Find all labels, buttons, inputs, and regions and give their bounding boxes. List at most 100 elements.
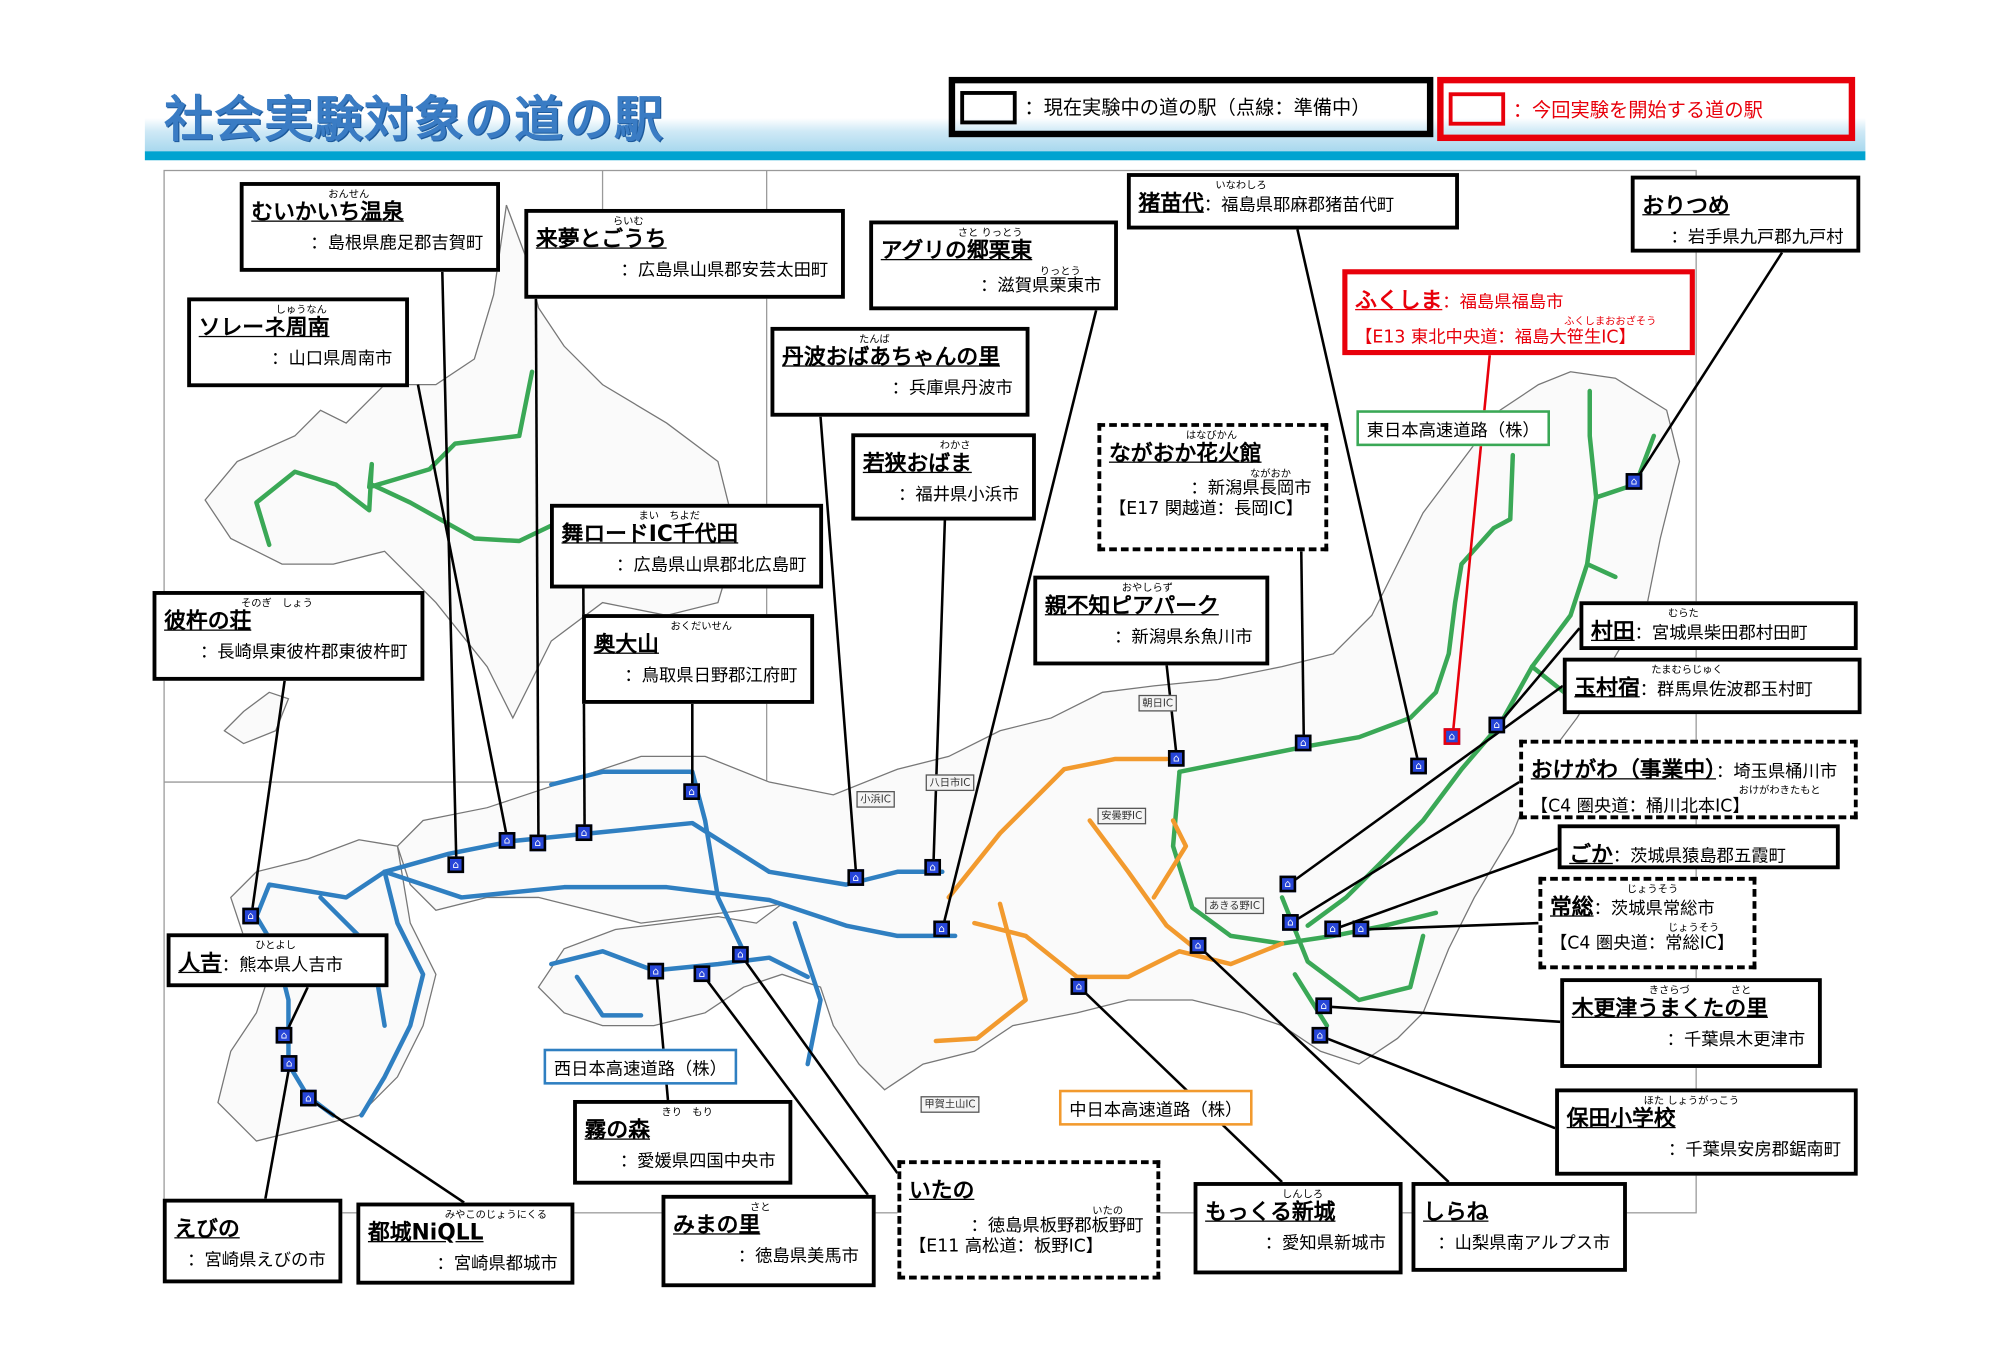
michi-no-eki-icon[interactable]: ⌂	[299, 1089, 317, 1107]
station-name[interactable]: 都城NiQLL	[367, 1220, 484, 1247]
michi-no-eki-icon[interactable]: ⌂	[280, 1055, 298, 1072]
michi-no-eki-icon[interactable]: ⌂	[1279, 875, 1297, 893]
station-name[interactable]: 木更津うまくたの里	[1571, 996, 1768, 1022]
station-name[interactable]: 奥大山	[593, 632, 659, 658]
highway-line	[946, 756, 1169, 900]
address-ruby: ふくしまおおざそう	[1564, 314, 1657, 327]
michi-no-eki-icon[interactable]: ⌂	[732, 946, 749, 963]
michi-no-eki-icon[interactable]: ⌂	[693, 965, 711, 983]
station-name[interactable]: もっくる新城	[1205, 1199, 1336, 1226]
station-address: ：兵庫県丹波市	[891, 377, 1013, 399]
station-name[interactable]: おりつめ	[1642, 193, 1730, 220]
company-label-west: 西日本高速道路（株）	[543, 1048, 738, 1085]
station-name-line: 木更津うまくたの里	[1571, 996, 1810, 1022]
michi-no-eki-icon[interactable]: ⌂	[1410, 757, 1427, 775]
leader-line	[250, 680, 286, 917]
michi-no-eki-icon[interactable]: ⌂	[275, 1026, 293, 1044]
michi-no-eki-icon[interactable]: ⌂	[1282, 914, 1299, 931]
station-name[interactable]: 来夢とごうち	[535, 226, 667, 253]
station-name[interactable]: 常総	[1549, 894, 1594, 921]
highway-line	[254, 369, 535, 548]
station-card: わかさ若狭おばま：福井県小浜市	[851, 433, 1036, 521]
station-card: たまむらじゅく玉村宿：群馬県佐波郡玉村町	[1562, 657, 1862, 715]
station-address: ：千葉県安房郡鋸南町	[1667, 1139, 1842, 1160]
michi-no-eki-icon[interactable]: ⌂	[1070, 978, 1088, 995]
station-name-ruby: たまむらじゅく	[1651, 664, 1723, 676]
michi-no-eki-icon[interactable]: ⌂	[1625, 473, 1643, 490]
station-name[interactable]: 彼杵の荘	[164, 608, 252, 635]
station-card: ほた しょうがっこう保田小学校：千葉県安房郡鋸南町	[1555, 1088, 1858, 1176]
map-ic-label: 安曇野IC	[1097, 807, 1147, 825]
station-address: ：福島県耶麻郡猪苗代町	[1203, 194, 1395, 216]
station-name[interactable]: 保田小学校	[1566, 1106, 1676, 1133]
station-card: みやこのじょうにくる都城NiQLL：宮崎県都城市	[356, 1202, 575, 1285]
station-name[interactable]: 玉村宿	[1574, 675, 1640, 702]
station-name-ruby: はなびかん	[1185, 429, 1238, 442]
station-address: ：新潟県糸魚川市	[1114, 626, 1253, 647]
leader-line	[1290, 780, 1520, 925]
station-name[interactable]: むいかいち温泉	[251, 199, 404, 226]
station-card: おけがわ（事業中）：埼玉県桶川市おけがわきたもと【C4 圏央道：桶川北本IC】	[1519, 739, 1858, 820]
leader-line	[932, 520, 947, 868]
station-name[interactable]: ソレーネ周南	[198, 315, 330, 342]
station-card: ひとよし人吉：熊本県人吉市	[166, 933, 389, 988]
michi-no-eki-icon[interactable]: ⌂	[529, 834, 547, 852]
michi-no-eki-icon[interactable]: ⌂	[924, 858, 942, 876]
station-name[interactable]: 村田	[1591, 619, 1635, 645]
michi-no-eki-icon[interactable]: ⌂	[847, 869, 865, 886]
station-name[interactable]: 丹波おばあちゃんの里	[782, 344, 1000, 371]
station-address: ：宮城県柴田郡村田町	[1634, 623, 1808, 644]
address-ruby: じょうそう	[1667, 921, 1720, 933]
michi-no-eki-icon[interactable]: ⌂	[1294, 734, 1312, 752]
station-name-ruby: いなわしろ	[1215, 179, 1267, 192]
michi-no-eki-icon[interactable]: ⌂	[933, 920, 950, 938]
station-card: そのぎ しょう彼杵の荘：長崎県東彼杵郡東彼杵町	[152, 591, 425, 681]
station-name-ruby: しゅうなん	[275, 303, 327, 316]
highway-line	[549, 949, 810, 1018]
station-address: ：茨城県常総市	[1593, 898, 1715, 920]
station-name-ruby: しんしろ	[1282, 1188, 1324, 1200]
legend-current: ：現在実験中の道の駅（点線：準備中）	[948, 76, 1434, 138]
michi-no-eki-icon[interactable]: ⌂	[1324, 920, 1342, 938]
michi-no-eki-icon[interactable]: ⌂	[1189, 937, 1207, 954]
leader-line	[1299, 551, 1306, 744]
station-name[interactable]: アグリの郷栗東	[880, 238, 1033, 265]
michi-no-eki-icon[interactable]: ⌂	[498, 832, 516, 849]
michi-no-eki-icon[interactable]: ⌂	[1352, 920, 1370, 938]
michi-no-eki-icon[interactable]: ⌂	[1488, 716, 1506, 734]
station-name[interactable]: みまの里	[673, 1212, 761, 1239]
michi-no-eki-icon[interactable]: ⌂	[575, 824, 593, 842]
station-name[interactable]: しらね	[1423, 1199, 1489, 1226]
station-name[interactable]: 若狭おばま	[862, 451, 972, 477]
station-name[interactable]: ながおか花火館	[1108, 441, 1262, 467]
station-card: たんば丹波おばあちゃんの里：兵庫県丹波市	[770, 326, 1030, 417]
station-name[interactable]: 舞ロードIC千代田	[561, 521, 739, 548]
leader-line	[941, 309, 1098, 930]
address-ruby: りっとう	[1039, 264, 1081, 277]
station-address: ：宮崎県えびの市	[187, 1249, 326, 1270]
station-name[interactable]: えびの	[174, 1216, 240, 1243]
legend-new: ：今回実験を開始する道の駅	[1437, 76, 1856, 142]
station-address: ：茨城県猿島郡五霞町	[1612, 846, 1786, 867]
michi-no-eki-icon[interactable]: ⌂	[1167, 749, 1185, 767]
michi-no-eki-icon[interactable]: ⌂	[647, 962, 665, 980]
station-card: きり もり霧の森：愛媛県四国中央市	[573, 1099, 793, 1185]
station-name[interactable]: ごか	[1569, 842, 1613, 868]
company-label-east: 東日本高速道路（株）	[1356, 410, 1550, 447]
station-name[interactable]: 猪苗代	[1138, 191, 1204, 217]
station-name[interactable]: 人吉	[178, 951, 222, 977]
station-address: ：岩手県九戸郡九戸村	[1670, 226, 1844, 247]
station-name[interactable]: いたの	[908, 1178, 975, 1204]
michi-no-eki-icon[interactable]: ⌂	[447, 856, 465, 874]
michi-no-eki-icon[interactable]: ⌂	[242, 907, 259, 925]
station-name[interactable]: おけがわ（事業中）	[1530, 757, 1717, 784]
michi-no-eki-icon[interactable]: ⌂	[1443, 728, 1461, 745]
station-name[interactable]: 親不知ピアパーク	[1044, 593, 1219, 620]
leader-line	[1320, 1034, 1556, 1130]
station-card: はなびかんながおか花火館ながおか：新潟県長岡市【E17 関越道：長岡IC】	[1097, 423, 1329, 552]
michi-no-eki-icon[interactable]: ⌂	[1315, 997, 1333, 1015]
michi-no-eki-icon[interactable]: ⌂	[1311, 1026, 1329, 1044]
michi-no-eki-icon[interactable]: ⌂	[683, 783, 700, 800]
station-name[interactable]: ふくしま	[1355, 288, 1443, 315]
station-name[interactable]: 霧の森	[584, 1117, 650, 1144]
